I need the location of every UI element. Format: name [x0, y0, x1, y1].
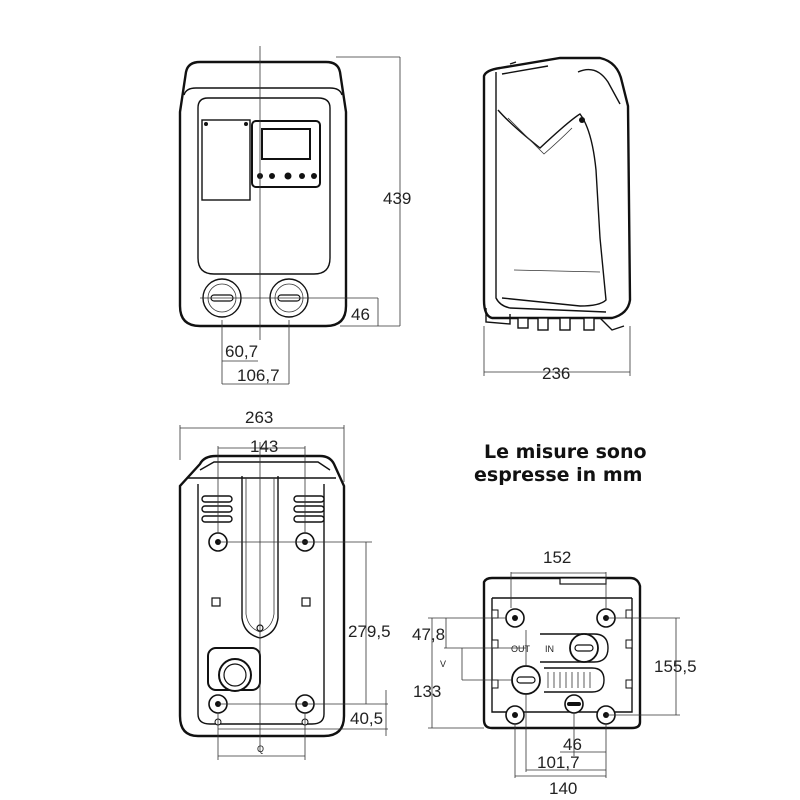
dim-279-5: 279,5: [348, 622, 391, 641]
bottom-in-port: [569, 633, 599, 663]
back-outlet-port: [207, 647, 261, 692]
dim-236: 236: [542, 364, 570, 383]
bottom-view: IN OUT: [428, 572, 680, 778]
bottom-out-port: [511, 665, 541, 695]
units-note: Le misure sono espresse in mm: [474, 441, 647, 486]
bottom-drain-plug: [564, 694, 584, 714]
dim-101-7: 101,7: [537, 753, 580, 772]
label-q: Q: [257, 744, 264, 754]
dim-40-5: 40,5: [350, 709, 383, 728]
dim-155-5: 155,5: [654, 657, 697, 676]
note-line-1: Le misure sono: [484, 441, 647, 463]
dim-263: 263: [245, 408, 273, 427]
label-v: V: [440, 659, 446, 669]
dim-47-8: 47,8: [412, 625, 445, 644]
dim-106-7: 106,7: [237, 366, 280, 385]
front-panel-plate: [201, 119, 251, 201]
dim-60-7: 60,7: [225, 342, 258, 361]
side-view: [482, 56, 632, 376]
back-vent-left: [201, 495, 233, 523]
dim-143: 143: [250, 437, 278, 456]
back-view: [178, 425, 388, 760]
note-line-2: espresse in mm: [474, 464, 642, 486]
display-screen: [261, 128, 311, 160]
dim-133: 133: [413, 682, 441, 701]
dim-152: 152: [543, 548, 571, 567]
bottom-grille: [544, 667, 605, 693]
bottom-mounting-hole-bl: [505, 705, 525, 725]
dim-140: 140: [549, 779, 577, 798]
label-in: IN: [545, 644, 554, 654]
back-vent-right: [293, 495, 325, 523]
dim-46-bottom: 46: [563, 735, 582, 754]
bottom-mounting-hole-tl: [505, 608, 525, 628]
dim-439: 439: [383, 189, 411, 208]
front-view: [178, 46, 401, 385]
dim-46-front: 46: [351, 305, 370, 324]
label-out: OUT: [511, 644, 531, 654]
